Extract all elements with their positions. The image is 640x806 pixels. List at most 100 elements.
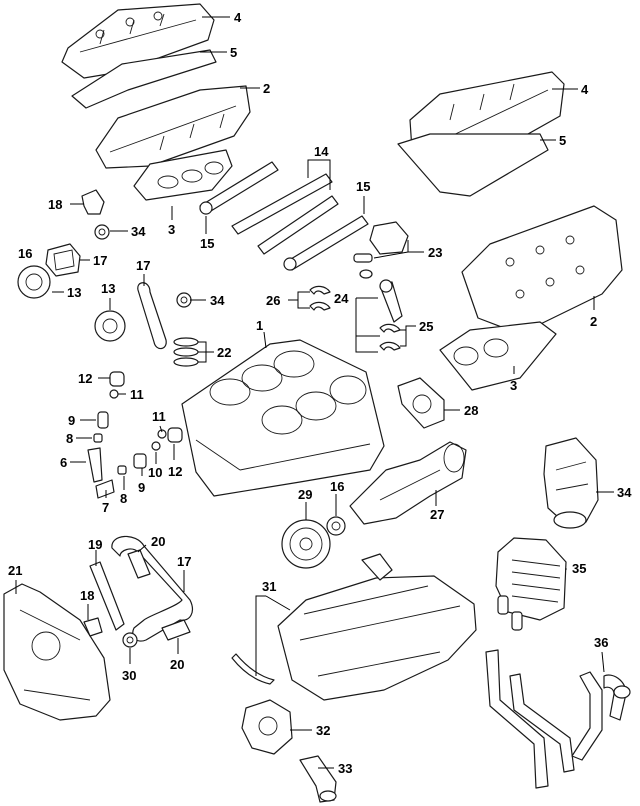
retainer-11[interactable] bbox=[109, 389, 119, 399]
callout: 34 bbox=[131, 224, 146, 239]
tensioner-20-lower[interactable] bbox=[161, 619, 191, 641]
callout: 25 bbox=[419, 319, 433, 334]
crank-sprocket-16[interactable] bbox=[326, 516, 346, 536]
valve-6[interactable] bbox=[87, 447, 103, 483]
valve-7[interactable] bbox=[95, 479, 115, 499]
cylinder-head-right[interactable] bbox=[461, 205, 623, 335]
callout: 28 bbox=[464, 403, 478, 418]
callout: 2 bbox=[263, 81, 270, 96]
head-gasket-left[interactable] bbox=[133, 149, 233, 201]
callout: 13 bbox=[67, 285, 81, 300]
callout: 34 bbox=[210, 293, 225, 308]
rear-cover[interactable] bbox=[397, 377, 445, 429]
connecting-rod[interactable] bbox=[379, 279, 403, 323]
callout: 29 bbox=[298, 487, 312, 502]
callout: 26 bbox=[266, 293, 280, 308]
callout: 5 bbox=[230, 45, 237, 60]
callout: 12 bbox=[78, 371, 92, 386]
callout: 34 bbox=[617, 485, 632, 500]
callout: 9 bbox=[68, 413, 75, 428]
callout: 12 bbox=[168, 464, 182, 479]
chain-guide-small[interactable] bbox=[45, 243, 81, 277]
callout: 4 bbox=[234, 10, 242, 25]
seal-8[interactable] bbox=[93, 433, 103, 443]
rod-bearing-26[interactable] bbox=[309, 285, 331, 311]
callout: 5 bbox=[559, 133, 566, 148]
callout: 14 bbox=[314, 144, 329, 159]
callout: 33 bbox=[338, 761, 352, 776]
callout: 2 bbox=[590, 314, 597, 329]
callout: 6 bbox=[60, 455, 67, 470]
camshaft-right-lower[interactable] bbox=[283, 215, 369, 271]
tensioner-bracket-upper[interactable] bbox=[81, 189, 105, 215]
callout: 7 bbox=[102, 500, 109, 515]
callout: 3 bbox=[510, 378, 517, 393]
callout: 20 bbox=[151, 534, 165, 549]
cylinder-head-left[interactable] bbox=[95, 85, 251, 169]
seal-30[interactable] bbox=[122, 632, 138, 648]
callout: 18 bbox=[48, 197, 62, 212]
main-bearings[interactable] bbox=[173, 337, 199, 367]
callout: 4 bbox=[581, 82, 589, 97]
callout: 16 bbox=[18, 246, 32, 261]
valve-cover-left[interactable] bbox=[61, 3, 215, 79]
sprocket-center[interactable] bbox=[94, 310, 126, 342]
piston-pin-23[interactable] bbox=[353, 253, 373, 263]
callout: 17 bbox=[177, 554, 191, 569]
rod-bearing-25[interactable] bbox=[379, 323, 401, 351]
crank-pulley-29[interactable] bbox=[281, 519, 331, 569]
valve-cover-gasket-left[interactable] bbox=[71, 49, 217, 109]
oil-pan[interactable] bbox=[277, 553, 477, 701]
callout: 31 bbox=[262, 579, 276, 594]
camshaft-right-upper[interactable] bbox=[257, 195, 339, 255]
callout: 36 bbox=[594, 635, 608, 650]
callout: 32 bbox=[316, 723, 330, 738]
callout: 15 bbox=[356, 179, 370, 194]
timing-chain-small[interactable] bbox=[137, 282, 167, 350]
spring-9[interactable] bbox=[97, 411, 109, 429]
callout: 22 bbox=[217, 345, 231, 360]
callout: 15 bbox=[200, 236, 214, 251]
chain-tensioner-18[interactable] bbox=[83, 617, 103, 637]
tensioner-20-upper[interactable] bbox=[127, 549, 151, 579]
seal-34-upper[interactable] bbox=[94, 224, 110, 240]
retainer-10[interactable] bbox=[151, 441, 161, 451]
lash-adjuster-12-b[interactable] bbox=[167, 427, 183, 443]
head-gasket-right[interactable] bbox=[439, 321, 557, 391]
callout: 1 bbox=[256, 318, 263, 333]
spring-9-b[interactable] bbox=[133, 453, 147, 469]
camshaft-left-upper[interactable] bbox=[199, 161, 279, 215]
callout: 3 bbox=[168, 222, 175, 237]
callout: 11 bbox=[152, 409, 166, 424]
oil-cooler[interactable] bbox=[495, 537, 567, 631]
callout: 30 bbox=[122, 668, 136, 683]
sprocket-left[interactable] bbox=[17, 265, 51, 299]
callout: 11 bbox=[130, 387, 144, 402]
retainer-11-b[interactable] bbox=[157, 429, 167, 439]
oil-pan-gasket[interactable] bbox=[231, 653, 275, 685]
lash-adjuster-12[interactable] bbox=[109, 371, 125, 387]
callout: 18 bbox=[80, 588, 94, 603]
piston-rings[interactable] bbox=[359, 269, 373, 279]
engine-block[interactable] bbox=[181, 339, 385, 497]
callout: 17 bbox=[93, 253, 107, 268]
callout: 8 bbox=[120, 491, 127, 506]
camshaft-left-lower[interactable] bbox=[231, 173, 333, 235]
callout: 13 bbox=[101, 281, 115, 296]
timing-cover[interactable] bbox=[3, 583, 111, 721]
oil-pump[interactable] bbox=[241, 699, 293, 755]
callout: 23 bbox=[428, 245, 442, 260]
piston-15[interactable] bbox=[369, 221, 409, 255]
seal-34-mid[interactable] bbox=[176, 292, 192, 308]
seal-8-b[interactable] bbox=[117, 465, 127, 475]
coolant-tubes[interactable] bbox=[485, 649, 631, 789]
chain-guide-19[interactable] bbox=[89, 561, 125, 631]
oil-pickup-tube[interactable] bbox=[299, 755, 337, 803]
callout: 19 bbox=[88, 537, 102, 552]
callout: 20 bbox=[170, 657, 184, 672]
oil-filter-adapter[interactable] bbox=[543, 437, 599, 529]
leader-lines bbox=[15, 16, 614, 769]
callout: 24 bbox=[334, 291, 349, 306]
valve-cover-gasket-right[interactable] bbox=[397, 133, 549, 197]
crankshaft[interactable] bbox=[349, 441, 467, 525]
